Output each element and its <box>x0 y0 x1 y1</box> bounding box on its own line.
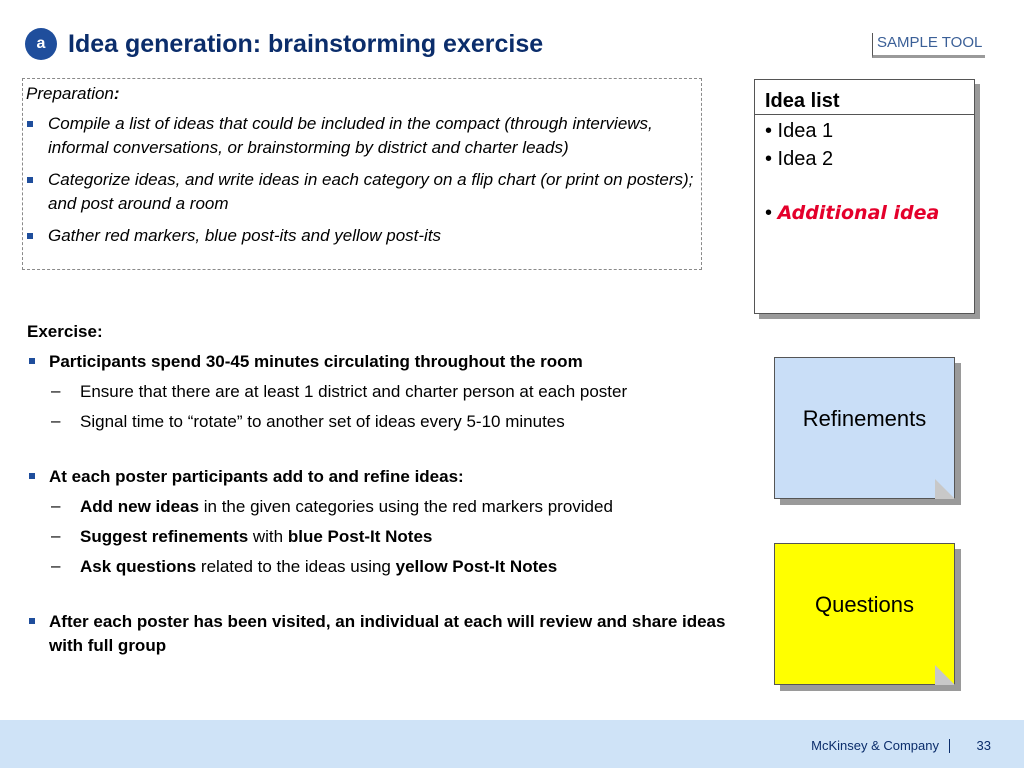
exercise-item: After each poster has been visited, an i… <box>27 610 747 658</box>
exercise-subitem: – Ask questions related to the ideas usi… <box>51 556 558 576</box>
bullet-square-icon <box>27 121 33 127</box>
page-title: Idea generation: brainstorming exercise <box>68 30 544 58</box>
bullet-square-icon <box>27 233 33 239</box>
spacer <box>27 440 747 465</box>
dash-icon: – <box>51 526 61 545</box>
note-fold-icon <box>935 665 955 685</box>
idea-list-title: Idea list <box>755 80 974 115</box>
refinements-note: Refinements <box>774 357 955 499</box>
exercise-subitem: – Suggest refinements with blue Post-It … <box>51 526 433 546</box>
spacer <box>27 585 747 610</box>
dash-icon: – <box>51 411 61 430</box>
bullet-square-icon <box>27 177 33 183</box>
preparation-item: Compile a list of ideas that could be in… <box>23 112 703 160</box>
idea-list-item: • Idea 2 <box>765 148 834 170</box>
exercise-section: Exercise: Participants spend 30-45 minut… <box>27 320 747 664</box>
sample-tool-tag: SAMPLE TOOL <box>872 33 986 58</box>
footer-band: McKinsey & Company 33 <box>0 720 1024 768</box>
exercise-subitem: – Add new ideas in the given categories … <box>51 496 613 516</box>
idea-list-body: • Idea 1 • Idea 2 • Additional idea <box>755 115 974 227</box>
exercise-item: At each poster participants add to and r… <box>27 465 747 489</box>
idea-list-item: • Idea 1 <box>765 120 834 142</box>
bullet-square-icon <box>29 358 35 364</box>
exercise-subitem: – Signal time to “rotate” to another set… <box>51 411 565 431</box>
preparation-heading: Preparation: <box>26 84 120 103</box>
section-badge: a <box>25 28 57 60</box>
footer-company: McKinsey & Company <box>811 739 950 753</box>
exercise-heading: Exercise: <box>27 322 103 341</box>
questions-note: Questions <box>774 543 955 685</box>
questions-label: Questions <box>814 592 915 617</box>
note-fold-icon <box>935 479 955 499</box>
preparation-item: Gather red markers, blue post-its and ye… <box>23 224 703 248</box>
bullet-square-icon <box>29 618 35 624</box>
idea-list-additional: • Additional idea <box>765 202 940 224</box>
idea-list-card: Idea list • Idea 1 • Idea 2 • Additional… <box>754 79 975 314</box>
exercise-subitem: – Ensure that there are at least 1 distr… <box>51 381 628 401</box>
dash-icon: – <box>51 556 61 575</box>
dash-icon: – <box>51 496 61 515</box>
preparation-box: Preparation: Compile a list of ideas tha… <box>22 78 702 270</box>
preparation-item: Categorize ideas, and write ideas in eac… <box>23 168 703 216</box>
dash-icon: – <box>51 381 61 400</box>
bullet-square-icon <box>29 473 35 479</box>
preparation-list: Compile a list of ideas that could be in… <box>23 112 703 256</box>
refinements-label: Refinements <box>802 406 927 431</box>
page-number: 33 <box>976 738 991 753</box>
exercise-item: Participants spend 30-45 minutes circula… <box>27 350 747 374</box>
